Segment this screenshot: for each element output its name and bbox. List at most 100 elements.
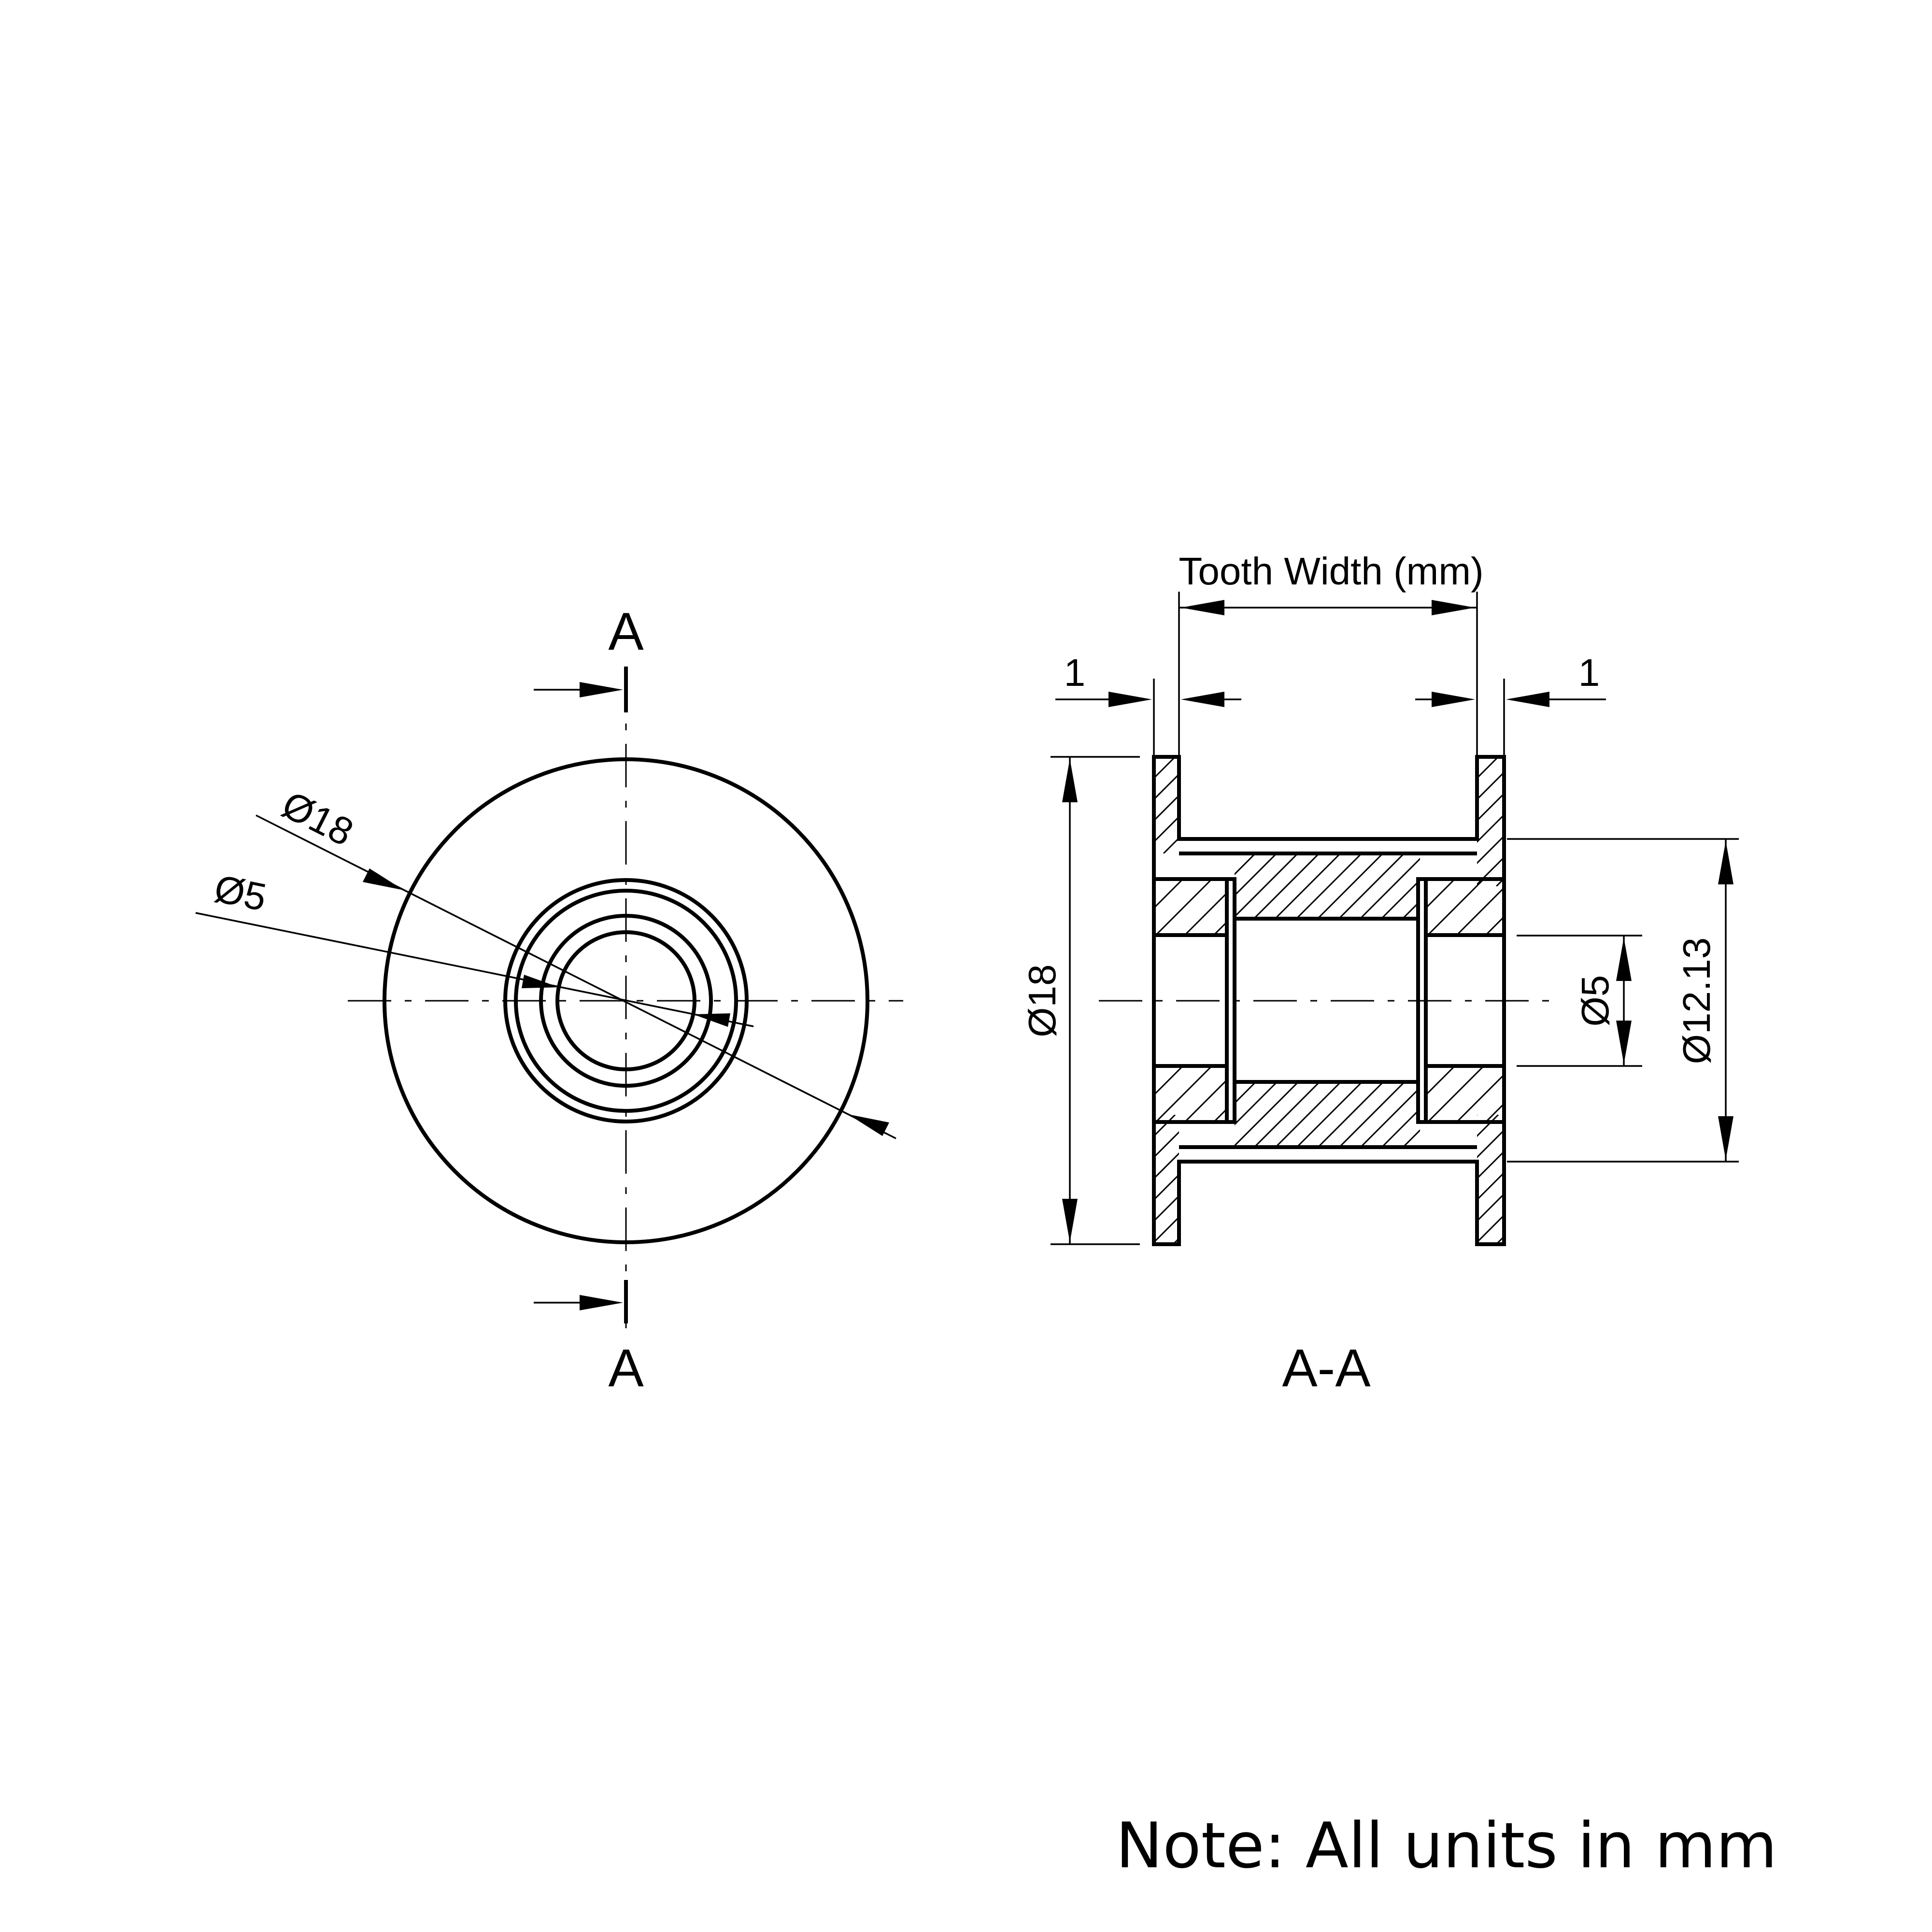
hatch-line — [1477, 1214, 1504, 1244]
hatch-line — [1427, 879, 1485, 935]
hatch-line — [1258, 1115, 1388, 1244]
hatch-line — [1426, 1066, 1456, 1096]
hatch-line — [1213, 921, 1227, 935]
dim-hub-arrow-t — [1718, 841, 1733, 884]
hatch-line — [1518, 1115, 1647, 1244]
hatch-line — [1402, 1129, 1420, 1147]
hatch-line — [1603, 757, 1732, 886]
hatch-line — [1154, 1066, 1155, 1067]
section-hatching — [1154, 757, 1753, 1244]
hatch-line — [1360, 857, 1420, 918]
dim-bore-diameter-arrow-b — [693, 1013, 730, 1027]
hatch-line — [1338, 1082, 1406, 1147]
hatch-group — [1154, 757, 1179, 853]
hatch-line — [1424, 853, 1490, 918]
hatch-line — [1235, 1082, 1236, 1083]
hatch-line — [1154, 1216, 1179, 1244]
hatch-line — [1544, 879, 1600, 935]
hatch-line — [1477, 1171, 1504, 1201]
hatch-line — [1235, 1082, 1299, 1147]
hatch-line — [1235, 853, 1257, 876]
hatch-line — [1235, 853, 1236, 854]
dim-flange-right-arrow-a — [1432, 692, 1475, 707]
hatch-line — [1253, 1082, 1321, 1147]
dim-outer-diameter-arrow-a — [363, 868, 404, 890]
hatch-line — [1495, 877, 1504, 886]
dim-tooth-width-label: Tooth Width (mm) — [1179, 550, 1483, 593]
hatch-line — [1243, 879, 1299, 935]
hatch-line — [1381, 1108, 1420, 1147]
hatch-line — [1272, 1066, 1328, 1122]
dim-outer-diameter-label: Ø18 — [275, 783, 360, 854]
hatch-line — [1154, 794, 1179, 822]
hatch-line — [1338, 853, 1406, 918]
hatch-line — [1402, 900, 1420, 918]
hatch-line — [1477, 856, 1504, 886]
hatch-line — [1253, 853, 1321, 918]
hatch-line — [1184, 892, 1227, 935]
hatch-line — [1477, 835, 1504, 865]
dim-flange-diameter-arrow-t — [1062, 759, 1078, 802]
hatch-line — [1154, 815, 1179, 843]
hatch-line — [1235, 853, 1278, 897]
hatch-line — [1560, 757, 1690, 886]
hatch-line — [1172, 1237, 1179, 1244]
hatch-line — [1624, 757, 1753, 886]
hatch-group — [1154, 1115, 1409, 1244]
hatch-line — [1456, 1073, 1504, 1122]
hatch-line — [1518, 757, 1647, 886]
hatch-line — [1515, 879, 1571, 935]
dim-bore-arrow-b — [1616, 1021, 1632, 1064]
hatch-line — [1235, 853, 1299, 918]
dim-flange-left-label: 1 — [1064, 651, 1086, 694]
hatch-line — [1477, 1129, 1504, 1159]
hatch-line — [1154, 1194, 1179, 1222]
hatch-line — [1296, 853, 1363, 918]
hatch-line — [1467, 1082, 1532, 1147]
hatch-line — [1477, 1193, 1504, 1222]
hatch-line — [1560, 1115, 1690, 1244]
dim-bore-diameter-arrow-a — [522, 975, 559, 988]
hatch-line — [1427, 1066, 1485, 1122]
dim-bore-arrow-t — [1616, 938, 1632, 981]
hatch-line — [1194, 1115, 1324, 1244]
hatch-line — [1154, 879, 1184, 909]
dim-outer-diameter-leader — [256, 814, 896, 1139]
hatch-line — [1235, 1082, 1278, 1126]
hatch-line — [1477, 1115, 1478, 1116]
hatch-line — [1279, 1115, 1409, 1244]
hatch-line — [1155, 879, 1213, 935]
hatch-line — [1581, 757, 1711, 886]
hatch-line — [1477, 813, 1504, 843]
hatch-line — [1154, 757, 1176, 780]
hatch-line — [1213, 1108, 1227, 1122]
dim-flange-left-arrow-b — [1181, 692, 1224, 707]
hatch-line — [1216, 1115, 1345, 1244]
hatch-line — [1275, 1082, 1342, 1147]
hatch-line — [1237, 1115, 1366, 1244]
dim-hub-label: Ø12.13 — [1675, 938, 1718, 1064]
hatch-line — [1381, 879, 1420, 918]
section-arrow-top-head — [580, 682, 623, 697]
dim-outer-diameter-arrow-b — [848, 1114, 889, 1136]
dim-flange-left-arrow-a — [1108, 692, 1152, 707]
hatch-line — [1154, 1066, 1184, 1096]
hatch-line — [1243, 1066, 1299, 1122]
hatch-line — [1360, 1086, 1420, 1147]
hatch-line — [1154, 879, 1155, 881]
hatch-line — [1317, 1082, 1384, 1147]
hatch-line — [1426, 879, 1456, 909]
dim-flange-diameter-arrow-b — [1062, 1199, 1078, 1242]
hatch-line — [1184, 1079, 1227, 1122]
units-note: Note: All units in mm — [1116, 1809, 1777, 1882]
hatch-line — [1275, 853, 1342, 918]
hatch-line — [1539, 757, 1668, 886]
front-view: A A Ø18 Ø5 — [195, 602, 903, 1398]
hatch-line — [1154, 1173, 1179, 1201]
dim-bore-diameter-leader — [195, 912, 754, 1027]
dim-flange-right-arrow-b — [1506, 692, 1549, 707]
hatch-line — [1539, 1115, 1668, 1244]
hatch-line — [1515, 1066, 1571, 1122]
dim-flange-right-label: 1 — [1578, 651, 1600, 694]
hatch-line — [1603, 1115, 1732, 1244]
